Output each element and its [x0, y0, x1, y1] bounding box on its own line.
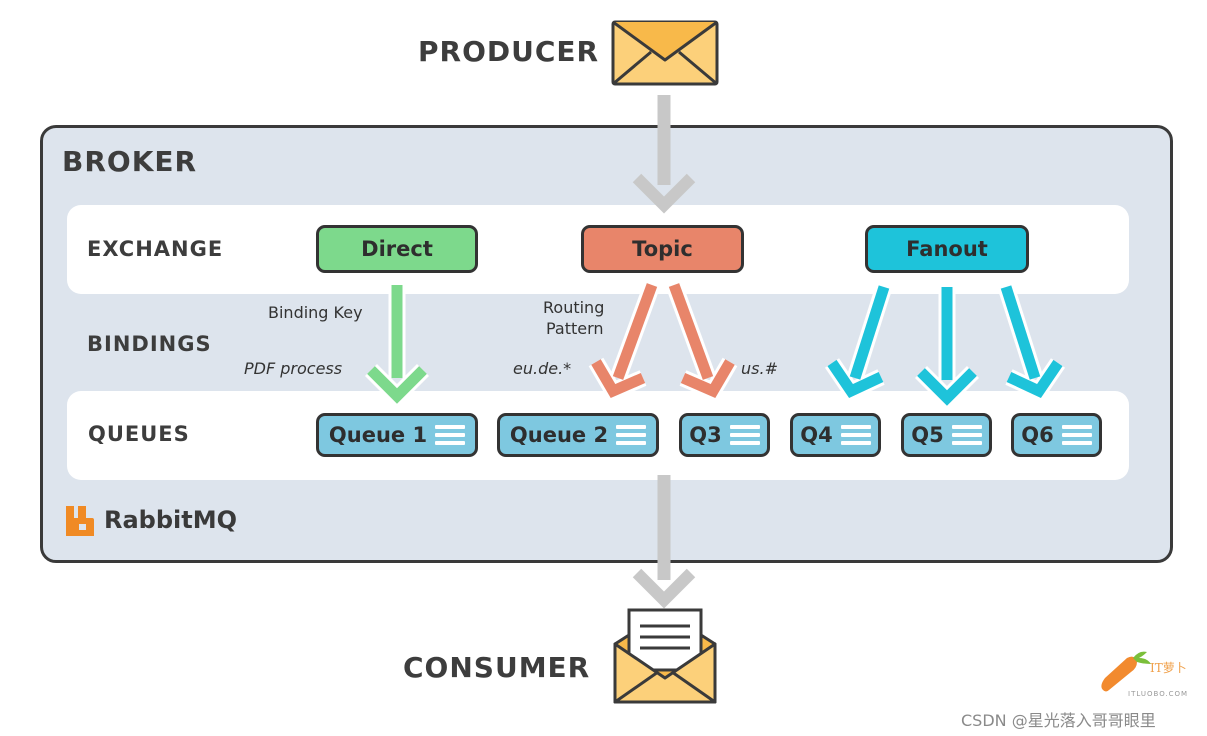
queue-3[interactable]: Q3 — [679, 413, 770, 457]
queue-lines-icon — [435, 425, 466, 445]
us-hash-pattern-label: us.# — [741, 359, 778, 378]
queue-lines-icon — [951, 425, 982, 445]
queue-to-consumer-arrow — [632, 475, 696, 609]
routing-label: Routing — [543, 298, 605, 317]
eu-de-pattern-label: eu.de.* — [513, 359, 572, 378]
fanout-binding-arrow-q6 — [997, 284, 1066, 402]
producer-label: PRODUCER — [418, 35, 600, 68]
pattern-label: Pattern — [546, 319, 604, 338]
queue-4[interactable]: Q4 — [790, 413, 881, 457]
exchange-row-label: EXCHANGE — [87, 237, 224, 261]
queue-lines-icon — [616, 425, 647, 445]
queue-2-label: Queue 2 — [509, 423, 609, 447]
queue-6[interactable]: Q6 — [1011, 413, 1102, 457]
fanout-binding-arrow-q4 — [824, 284, 893, 402]
topic-binding-arrow-q3 — [666, 282, 738, 402]
rabbitmq-logo-text: RabbitMQ — [104, 506, 238, 534]
exchange-topic[interactable]: Topic — [581, 225, 744, 273]
broker-label: BROKER — [62, 145, 198, 178]
producer-to-exchange-arrow — [632, 95, 696, 214]
consumer-label: CONSUMER — [403, 651, 591, 684]
queue-lines-icon — [1061, 425, 1092, 445]
queue-3-label: Q3 — [689, 423, 722, 447]
queue-lines-icon — [729, 425, 760, 445]
bindings-row-label: BINDINGS — [87, 332, 212, 356]
queue-4-label: Q4 — [800, 423, 833, 447]
carrot-logo-icon — [1101, 651, 1151, 692]
queue-1[interactable]: Queue 1 — [316, 413, 478, 457]
csdn-watermark: CSDN @星光落入哥哥眼里 — [961, 711, 1156, 730]
direct-binding-arrow — [364, 285, 430, 409]
exchange-fanout[interactable]: Fanout — [865, 225, 1029, 273]
rabbitmq-logo-icon — [66, 506, 94, 536]
queue-1-label: Queue 1 — [328, 423, 428, 447]
fanout-binding-arrow-q5 — [914, 287, 980, 411]
queue-lines-icon — [840, 425, 871, 445]
binding-key-label: Binding Key — [268, 303, 363, 322]
queue-6-label: Q6 — [1021, 423, 1054, 447]
exchange-direct[interactable]: Direct — [316, 225, 478, 273]
queues-row-label: QUEUES — [88, 422, 190, 446]
pdf-process-label: PDF process — [244, 359, 343, 378]
queue-5[interactable]: Q5 — [901, 413, 992, 457]
topic-binding-arrow-queue-2 — [588, 282, 660, 402]
queue-2[interactable]: Queue 2 — [497, 413, 659, 457]
corner-logo-text: IT萝卜 — [1150, 661, 1187, 675]
producer-envelope-icon — [611, 20, 719, 86]
consumer-envelope-icon — [613, 608, 717, 704]
queue-5-label: Q5 — [911, 423, 944, 447]
corner-logo-subtext: ITLUOBO.COM — [1128, 690, 1189, 698]
broker-container — [40, 125, 1173, 563]
